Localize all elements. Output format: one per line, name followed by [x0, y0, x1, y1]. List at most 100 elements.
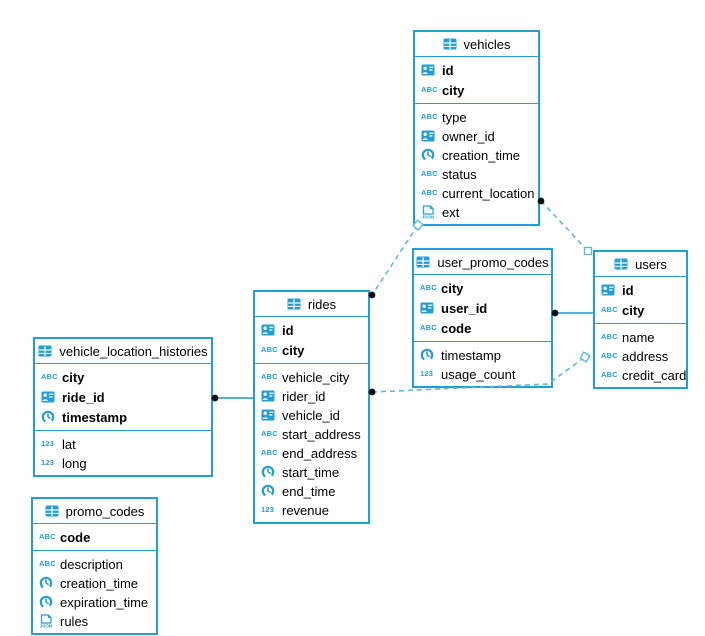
column-row[interactable]: ride_id	[35, 387, 211, 407]
table-header[interactable]: promo_codes	[33, 499, 156, 524]
table-header[interactable]: user_promo_codes	[414, 250, 551, 275]
column-name: creation_time	[60, 575, 139, 591]
type-glyph: ABC	[261, 371, 278, 381]
type-glyph: ABC	[421, 187, 438, 197]
timestamp-type-icon	[41, 410, 57, 424]
id-type-icon	[261, 323, 277, 337]
column-row[interactable]: ABC city	[414, 278, 551, 298]
table-icon	[45, 504, 61, 518]
column-row[interactable]: ABC status	[415, 164, 538, 183]
type-glyph: ABC	[421, 168, 438, 178]
column-row[interactable]: id	[415, 60, 538, 80]
table-header[interactable]: users	[595, 252, 686, 277]
column-row[interactable]: 123 revenue	[255, 500, 368, 519]
column-row[interactable]: creation_time	[33, 573, 156, 592]
column-row[interactable]: vehicle_id	[255, 405, 368, 424]
column-name: city	[441, 281, 464, 296]
column-row[interactable]: ABC start_address	[255, 424, 368, 443]
column-name: description	[60, 556, 123, 572]
type-glyph: ABC	[261, 345, 278, 355]
type-glyph: ABC	[39, 558, 56, 568]
type-glyph: ABC	[421, 85, 438, 95]
string-type-icon: ABC	[261, 345, 278, 355]
timestamp-type-icon	[261, 465, 277, 479]
table-header[interactable]: rides	[255, 292, 368, 317]
column-name: owner_id	[442, 128, 495, 144]
number-type-icon: 123	[261, 506, 277, 514]
column-row[interactable]: expiration_time	[33, 592, 156, 611]
column-row[interactable]: owner_id	[415, 126, 538, 145]
column-row[interactable]: ABC description	[33, 554, 156, 573]
table-title: promo_codes	[65, 503, 145, 519]
column-name: type	[442, 109, 467, 125]
type-glyph: ABC	[601, 331, 618, 341]
table-icon	[38, 344, 54, 358]
column-name: status	[442, 166, 477, 182]
column-name: ext	[442, 204, 460, 220]
column-row[interactable]: timestamp	[35, 407, 211, 427]
column-name: user_id	[441, 301, 488, 316]
type-glyph: ABC	[420, 283, 437, 293]
column-name: start_address	[282, 426, 361, 442]
column-name: id	[622, 283, 634, 298]
string-type-icon: ABC	[601, 306, 618, 314]
column-row[interactable]: id	[255, 320, 368, 340]
string-type-icon: ABC	[601, 371, 618, 379]
timestamp-type-icon	[421, 148, 437, 162]
table-title: vehicle_location_histories	[59, 343, 208, 359]
table-header[interactable]: vehicles	[415, 32, 538, 57]
column-name: city	[62, 370, 85, 385]
column-row[interactable]: timestamp	[414, 345, 551, 364]
column-name: revenue	[282, 502, 329, 518]
column-name: vehicle_id	[282, 407, 340, 423]
column-row[interactable]: creation_time	[415, 145, 538, 164]
column-row[interactable]: start_time	[255, 462, 368, 481]
table-header[interactable]: vehicle_location_histories	[35, 339, 211, 364]
table-icon	[443, 37, 459, 51]
table-title: users	[635, 256, 667, 272]
string-type-icon: ABC	[261, 430, 278, 438]
string-type-icon: ABC	[261, 371, 278, 381]
column-row[interactable]: rider_id	[255, 386, 368, 405]
table-icon	[287, 297, 303, 311]
column-row[interactable]: user_id	[414, 298, 551, 318]
number-type-icon: 123	[420, 370, 436, 378]
table-title: rides	[307, 296, 337, 312]
string-type-icon: ABC	[421, 168, 438, 178]
column-row[interactable]: end_time	[255, 481, 368, 500]
column-row[interactable]: id	[595, 280, 686, 300]
column-name: ride_id	[62, 390, 105, 405]
